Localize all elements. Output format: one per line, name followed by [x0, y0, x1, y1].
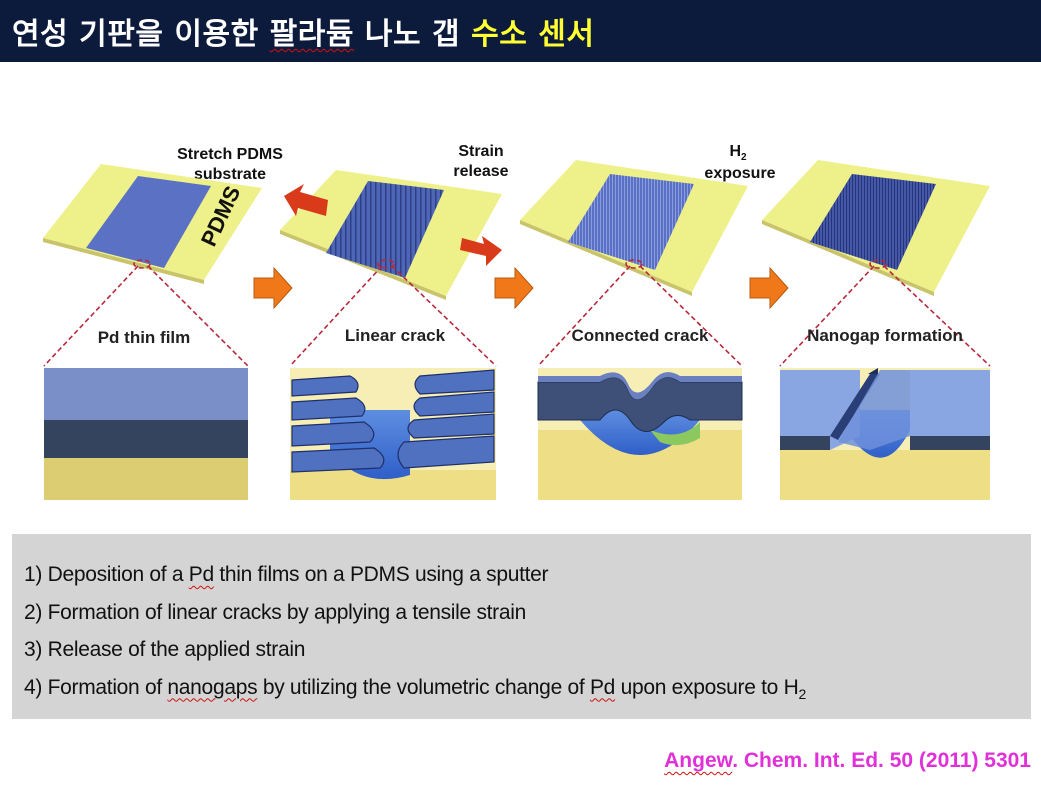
caption-connected-crack: Connected crack	[572, 326, 710, 345]
svg-text:Stretch PDMS: Stretch PDMS	[177, 146, 283, 163]
svg-text:release: release	[453, 163, 508, 180]
zoom-indicators	[43, 259, 991, 367]
title-part-1: 연성 기판을 이용한	[12, 17, 270, 52]
panel-connected-crack	[537, 368, 743, 500]
title-part-palladium: 팔라듐	[269, 17, 354, 52]
stage3-substrate	[520, 160, 748, 296]
step-2: 2) Formation of linear cracks by applyin…	[24, 600, 527, 624]
panel-linear-crack	[290, 368, 496, 500]
panel-nanogap-formation	[780, 368, 990, 500]
citation: Angew. Chem. Int. Ed. 50 (2011) 5301	[664, 749, 1031, 772]
stage1-substrate: PDMS	[43, 164, 262, 284]
step-1: 1) Deposition of a Pd thin films on a PD…	[24, 563, 549, 586]
stretch-arrow-icon	[284, 184, 328, 216]
process-steps: 1) Deposition of a Pd thin films on a PD…	[12, 534, 1031, 719]
caption-pd-thin-film: Pd thin film	[98, 328, 191, 347]
label-stretch-pdms: Stretch PDMS substrate	[177, 146, 283, 183]
caption-linear-crack: Linear crack	[345, 326, 446, 345]
stage4-substrate	[762, 160, 990, 296]
release-arrow-icon	[460, 236, 502, 266]
slide-title: 연성 기판을 이용한 팔라듐 나노 갭 수소 센서	[12, 9, 594, 53]
process-arrow-icon	[253, 266, 789, 310]
svg-text:substrate: substrate	[194, 166, 266, 183]
title-bar: 연성 기판을 이용한 팔라듐 나노 갭 수소 센서	[0, 0, 1041, 62]
svg-text:H2: H2	[729, 143, 747, 163]
caption-nanogap-formation: Nanogap formation	[807, 326, 963, 345]
stage2-substrate	[280, 170, 502, 300]
panel-pd-thin-film	[44, 368, 248, 500]
title-highlight: 수소 센서	[471, 17, 595, 52]
fabrication-diagram: Stretch PDMS substrate Strain release H2…	[43, 143, 991, 500]
step-3: 3) Release of the applied strain	[24, 638, 306, 661]
label-strain-release: Strain release	[453, 143, 508, 180]
svg-text:Strain: Strain	[458, 143, 503, 160]
step-4: 4) Formation of nanogaps by utilizing th…	[24, 675, 806, 702]
label-h2-exposure: H2 exposure	[704, 143, 775, 182]
svg-text:exposure: exposure	[704, 165, 775, 182]
title-part-2: 나노 갭	[353, 17, 472, 52]
